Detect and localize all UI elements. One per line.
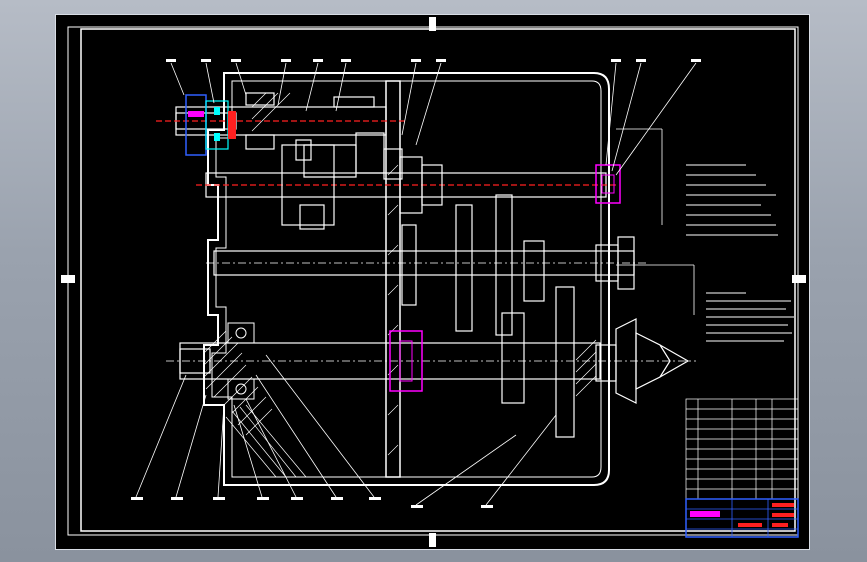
center-wall [385, 80, 401, 478]
shaft-bearing-right [595, 164, 621, 204]
housing-inner [211, 80, 602, 478]
main-spindle [166, 286, 696, 438]
gearbox-assembly-drawing [61, 17, 806, 547]
input-shaft [156, 92, 406, 178]
center-wall-hatch [387, 164, 399, 456]
second-shaft [196, 144, 616, 230]
input-coupling [185, 94, 236, 156]
spindle-clutch [389, 330, 423, 392]
square-grip-icon[interactable] [61, 17, 806, 547]
parts-list-table [685, 398, 799, 500]
leader-balloons [131, 59, 701, 508]
title-block [685, 498, 799, 538]
leader-lines [135, 62, 697, 506]
third-shaft [206, 194, 646, 336]
housing-outline [203, 72, 610, 486]
cad-viewport[interactable] [55, 14, 810, 550]
technical-notes [686, 164, 794, 342]
spindle-bearing-left [227, 322, 255, 400]
